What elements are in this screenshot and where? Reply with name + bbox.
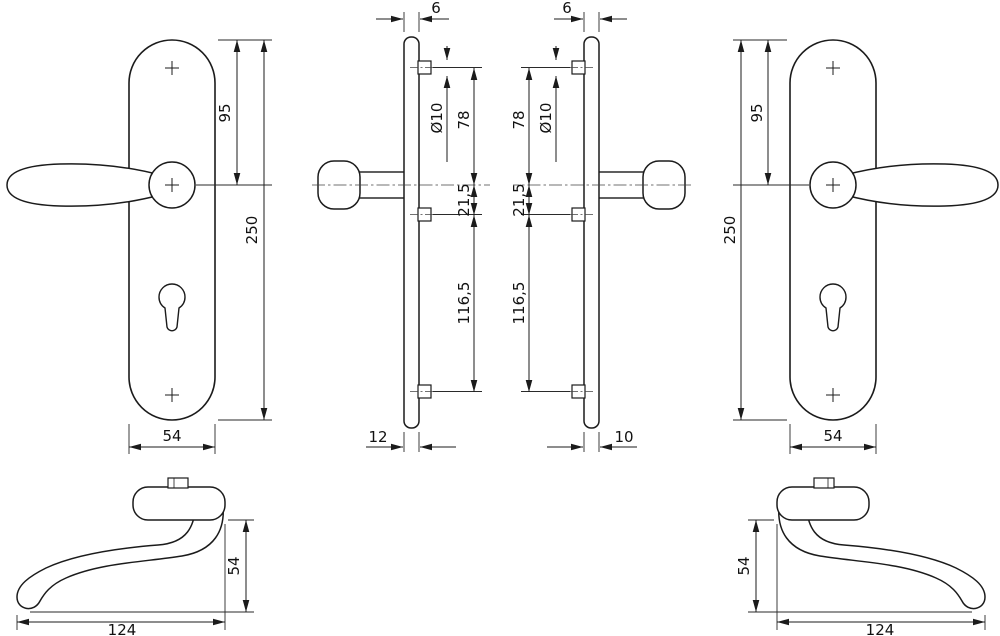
dim-label-d10-side-right: Ø10 (537, 103, 555, 134)
dim-label-250-front-left: 250 (243, 216, 261, 245)
dim-label-78-side-left: 78 (455, 110, 473, 129)
dim-label-54-front-right: 54 (823, 427, 842, 445)
extension-lines-top (403, 12, 420, 32)
dim-label-78-side-right: 78 (510, 110, 528, 129)
dim-label-95-front-right: 95 (748, 103, 766, 122)
dim-label-21-5-side-left: 21,5 (455, 183, 473, 216)
backplate-side-profile (403, 36, 420, 429)
view-front-left (6, 39, 272, 454)
cylinder-keyhole (158, 283, 186, 332)
backplate-outline (128, 39, 216, 421)
handle-grip-top-view (16, 497, 224, 610)
dim-label-116-5-side-right: 116,5 (510, 282, 528, 325)
dim-label-10-side-right: 10 (614, 428, 633, 446)
dim-label-95-front-left: 95 (216, 103, 234, 122)
dim-label-54-top-left: 54 (225, 556, 243, 575)
extension-lines (16, 519, 254, 630)
lever-handle (6, 163, 166, 207)
dim-label-21-5-side-right: 21,5 (510, 183, 528, 216)
rosette-top-view (132, 486, 226, 521)
dim-label-6-side-left: 6 (431, 0, 441, 17)
dim-label-54-front-left: 54 (162, 427, 181, 445)
extension-lines (128, 39, 272, 454)
dim-label-250-front-right: 250 (721, 216, 739, 245)
dimension-labels: 95 250 54 6 Ø10 78 21,5 116,5 12 6 78 Ø1… (108, 0, 895, 636)
dim-label-12-side-left: 12 (368, 428, 387, 446)
dim-label-d10-side-left: Ø10 (428, 103, 446, 134)
view-top-left (16, 477, 254, 630)
dim-label-6-side-right: 6 (562, 0, 572, 17)
view-side-right-mirrored (513, 12, 691, 452)
dim-label-116-5-side-left: 116,5 (455, 282, 473, 325)
dim-label-124-top-right: 124 (866, 621, 895, 636)
view-side-left (312, 12, 490, 452)
dim-label-124-top-left: 124 (108, 621, 137, 636)
dim-label-54-top-right: 54 (735, 556, 753, 575)
screw-cross-marks (165, 61, 179, 402)
view-front-right-mirrored (733, 40, 998, 454)
spindle-top-view (167, 477, 189, 489)
extension-lines-bottom (403, 432, 420, 452)
view-top-right-mirrored (748, 478, 985, 630)
